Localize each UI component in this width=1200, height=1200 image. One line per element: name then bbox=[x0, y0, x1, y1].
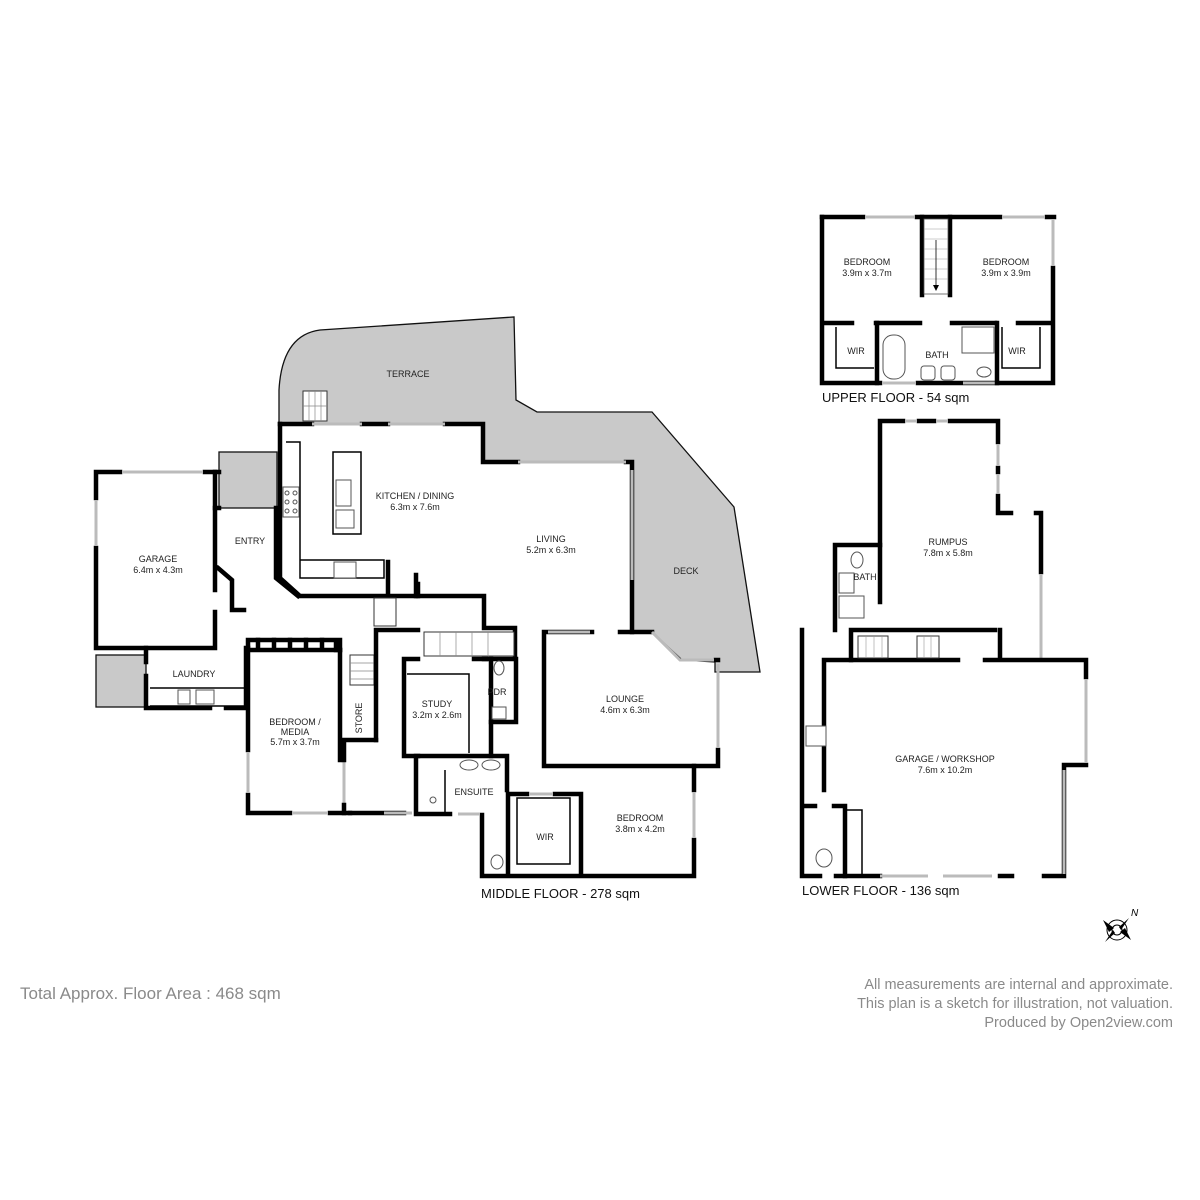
room-label: BATH bbox=[925, 350, 948, 360]
lower-floor-title: LOWER FLOOR - 136 sqm bbox=[802, 883, 959, 898]
room-size: 5.7m x 3.7m bbox=[270, 737, 320, 747]
middle-floor-title: MIDDLE FLOOR - 278 sqm bbox=[481, 886, 640, 901]
room-label: BEDROOM / bbox=[269, 717, 321, 727]
room-label: MEDIA bbox=[281, 727, 310, 737]
svg-text:N: N bbox=[1131, 908, 1139, 919]
lower-floor bbox=[799, 418, 1089, 879]
room-label: STUDY bbox=[422, 699, 453, 709]
room-label: KITCHEN / DINING bbox=[376, 491, 455, 501]
room-label: BEDROOM bbox=[983, 257, 1030, 267]
upper-floor bbox=[819, 214, 1057, 386]
room-label: TERRACE bbox=[386, 369, 429, 379]
room-label: PDR bbox=[487, 687, 507, 697]
room-size: 6.4m x 4.3m bbox=[133, 565, 183, 575]
disclaimer: All measurements are internal and approx… bbox=[857, 976, 1173, 1033]
room-labels: BEDROOM 3.9m x 3.7m BEDROOM 3.9m x 3.9m … bbox=[133, 257, 1031, 842]
compass-icon: N bbox=[1103, 908, 1139, 942]
bedroom-media-room bbox=[245, 637, 353, 816]
room-label: DECK bbox=[673, 566, 698, 576]
middle-floor bbox=[93, 316, 761, 879]
ensuite-room bbox=[413, 753, 510, 817]
room-label: STORE bbox=[354, 703, 364, 734]
room-size: 6.3m x 7.6m bbox=[390, 502, 440, 512]
room-label: BATH bbox=[853, 572, 876, 582]
room-label: WIR bbox=[536, 832, 554, 842]
pdr-room bbox=[481, 656, 519, 725]
producer-credit: Produced by Open2view.com bbox=[984, 1015, 1173, 1031]
cooktop-icon bbox=[282, 486, 300, 518]
upper-floor-title: UPPER FLOOR - 54 sqm bbox=[822, 390, 969, 405]
room-size: 4.6m x 6.3m bbox=[600, 705, 650, 715]
room-size: 3.8m x 4.2m bbox=[615, 824, 665, 834]
room-label: BEDROOM bbox=[844, 257, 891, 267]
disclaimer-line: This plan is a sketch for illustration, … bbox=[857, 996, 1173, 1012]
porch-area bbox=[218, 451, 278, 509]
store-stairs bbox=[349, 597, 515, 743]
bedroom-room bbox=[479, 763, 697, 879]
room-label: WIR bbox=[847, 346, 865, 356]
bathtub bbox=[882, 334, 906, 380]
room-label: GARAGE / WORKSHOP bbox=[895, 754, 995, 764]
garage-room bbox=[93, 469, 218, 651]
terrace-stairs bbox=[302, 390, 328, 422]
room-size: 3.9m x 3.7m bbox=[842, 268, 892, 278]
room-label: LIVING bbox=[536, 534, 566, 544]
room-size: 3.9m x 3.9m bbox=[981, 268, 1031, 278]
kitchen-island bbox=[332, 451, 362, 535]
room-label: BEDROOM bbox=[617, 813, 664, 823]
room-label: LAUNDRY bbox=[173, 669, 216, 679]
room-size: 7.8m x 5.8m bbox=[923, 548, 973, 558]
room-label: ENTRY bbox=[235, 536, 265, 546]
room-label: WIR bbox=[1008, 346, 1026, 356]
total-floor-area: Total Approx. Floor Area : 468 sqm bbox=[20, 984, 281, 1003]
room-size: 3.2m x 2.6m bbox=[412, 710, 462, 720]
room-label: GARAGE bbox=[139, 554, 178, 564]
room-label: RUMPUS bbox=[928, 537, 967, 547]
room-label: LOUNGE bbox=[606, 694, 644, 704]
room-size: 5.2m x 6.3m bbox=[526, 545, 576, 555]
disclaimer-line: All measurements are internal and approx… bbox=[864, 977, 1173, 993]
study-room bbox=[401, 656, 494, 759]
room-size: 7.6m x 10.2m bbox=[918, 765, 973, 775]
lounge-room bbox=[541, 629, 721, 769]
laundry-yard bbox=[95, 654, 147, 708]
room-label: ENSUITE bbox=[454, 787, 493, 797]
